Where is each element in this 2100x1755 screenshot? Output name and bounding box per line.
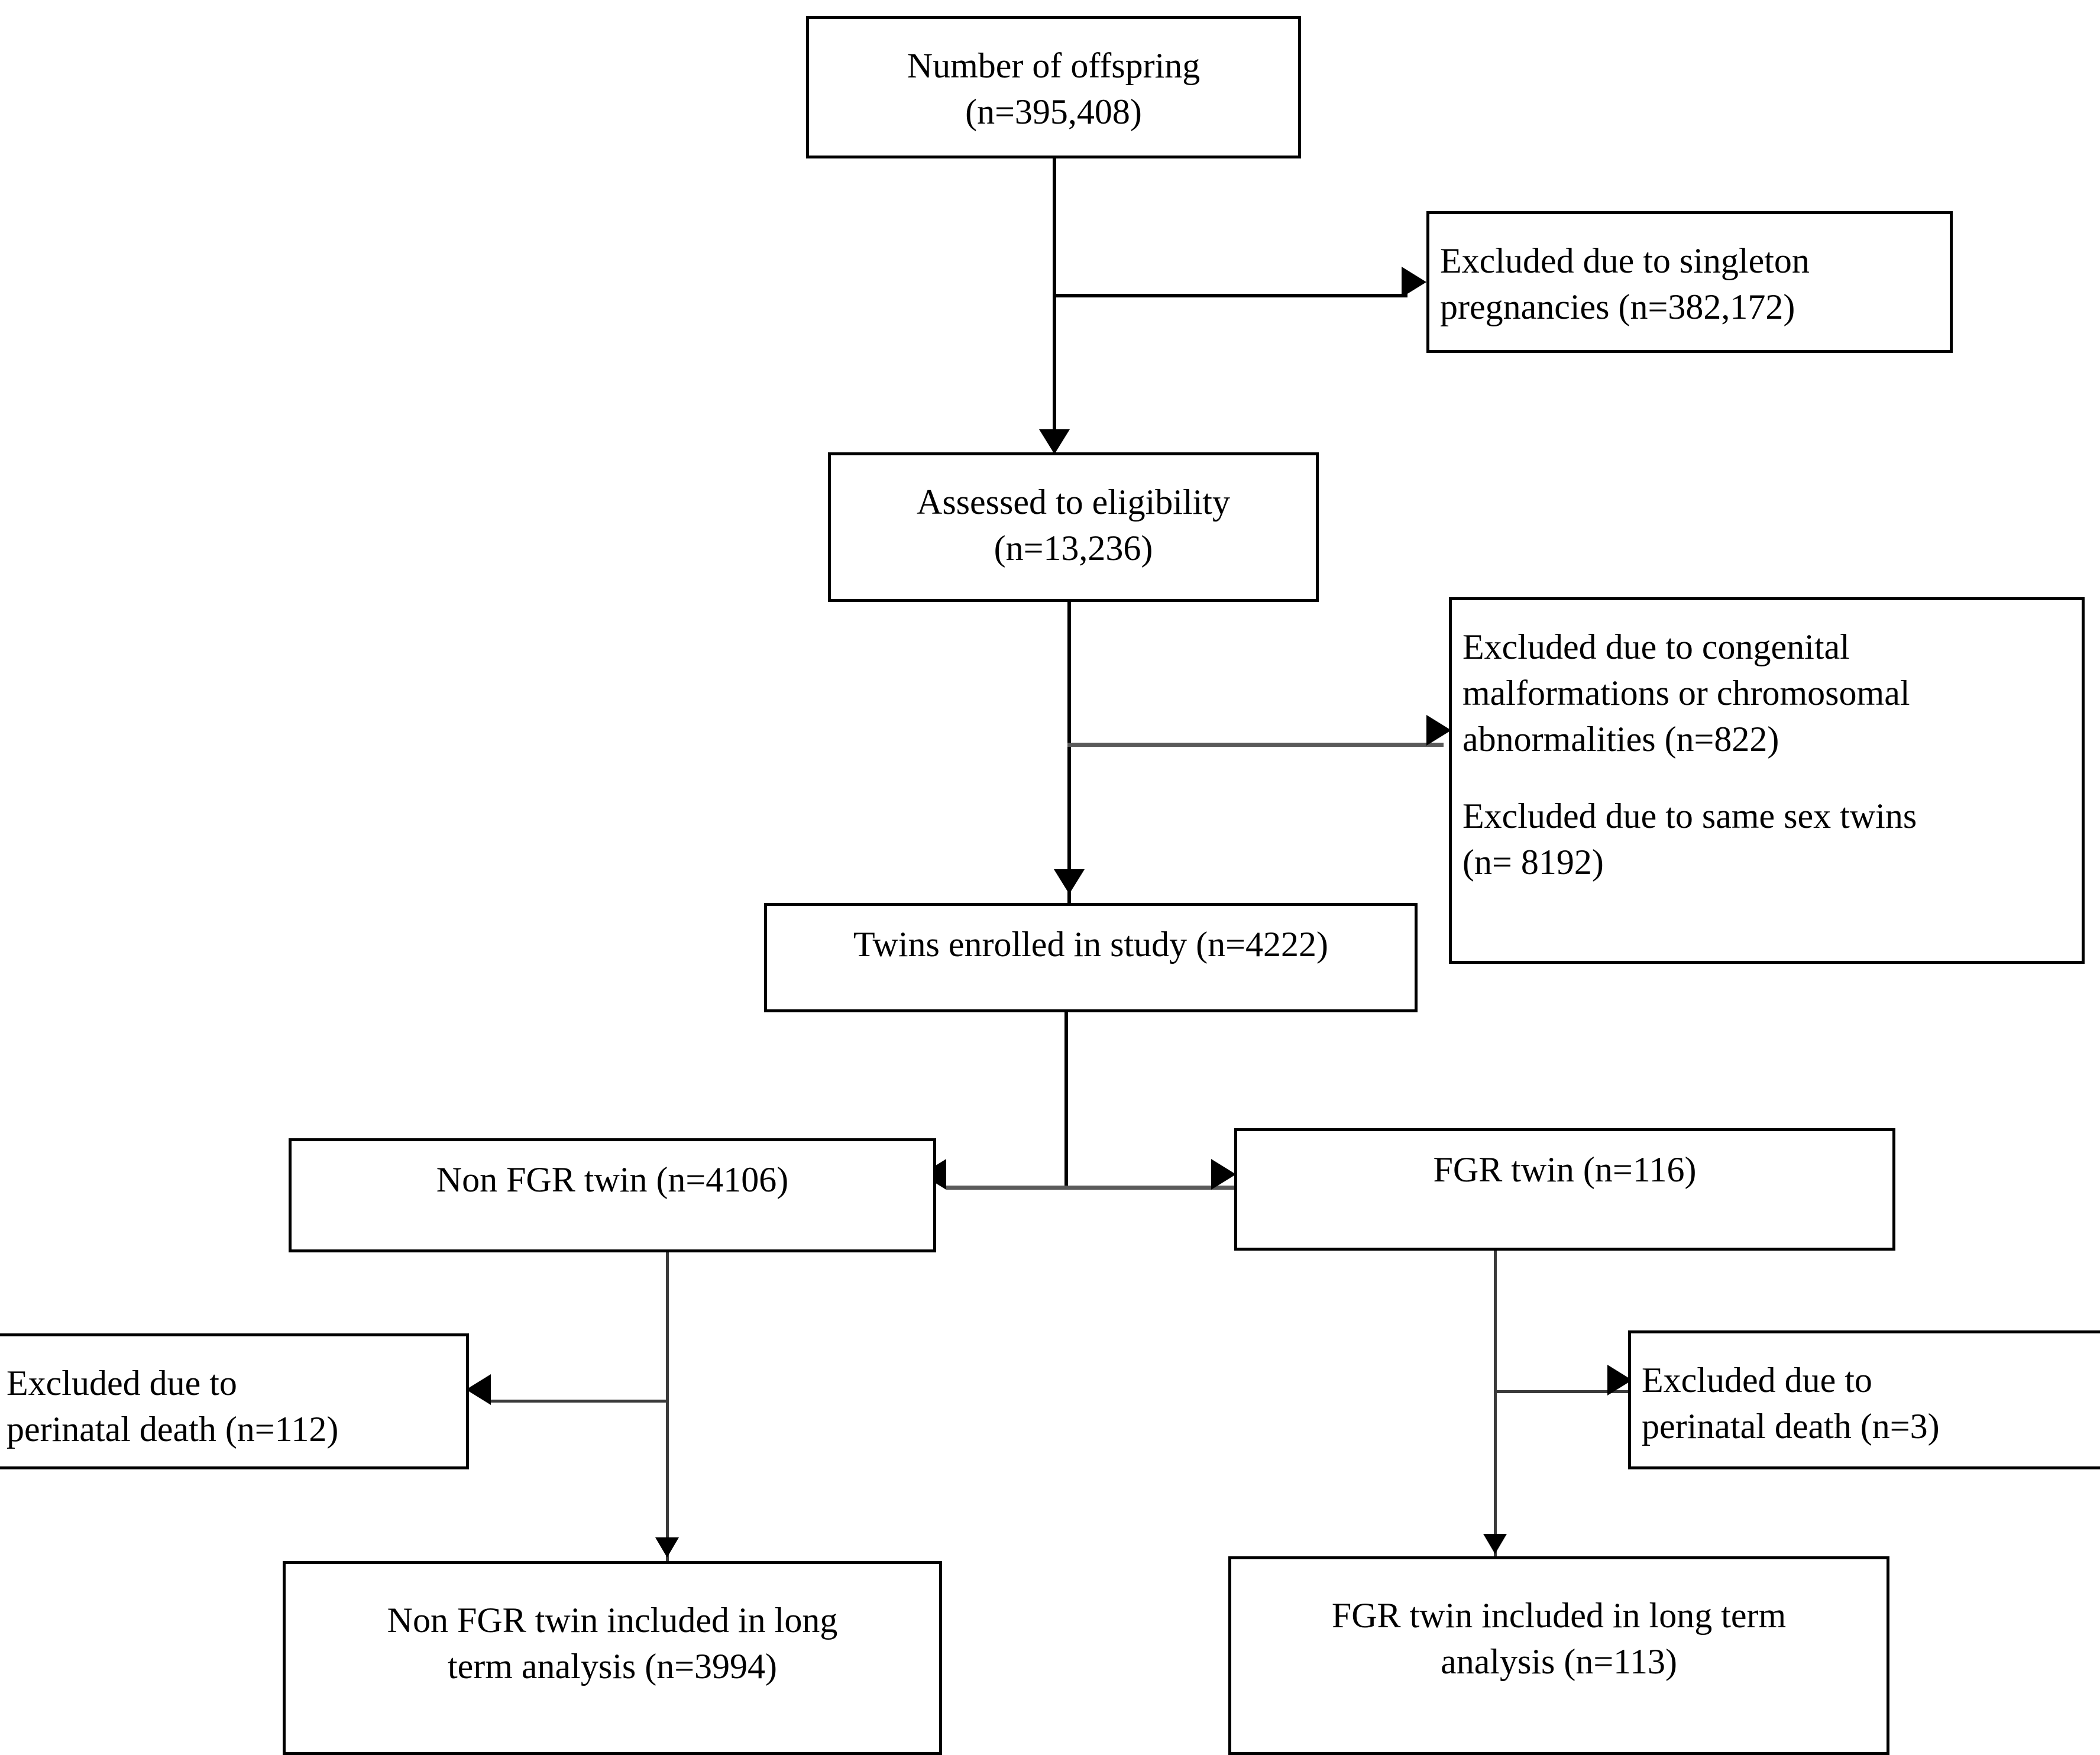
node-label: Assessed to eligibility (n=13,236) [917,483,1230,568]
node-number-of-offspring[interactable]: Number of offspring (n=395,408) [806,16,1301,158]
arrowhead-to-non-fgr-final [655,1537,679,1558]
connector-fgr-to-perinatal [1495,1390,1631,1393]
connector-offspring-to-singleton [1053,294,1407,297]
node-excluded-singleton[interactable]: Excluded due to singleton pregnancies (n… [1426,211,1953,353]
connector-assessed-to-exclusions [1067,743,1444,747]
node-label: FGR twin included in long term analysis … [1331,1596,1787,1681]
node-label-same-sex: Excluded due to same sex twins (n= 8192) [1462,796,1917,882]
arrowhead-to-twins-enrolled [1054,869,1085,894]
connector-assessed-trunk [1067,602,1071,911]
node-label: Non FGR twin (n=4106) [436,1160,789,1199]
node-label: Non FGR twin included in long term analy… [387,1601,838,1686]
node-fgr-final[interactable]: FGR twin included in long term analysis … [1228,1556,1889,1755]
node-label: Excluded due to perinatal death (n=3) [1642,1361,1940,1446]
connector-twins-split-trunk [1064,1012,1068,1190]
node-excluded-perinatal-death-non-fgr[interactable]: Excluded due to perinatal death (n=112) [0,1333,469,1469]
arrowhead-to-assessed [1039,429,1070,454]
arrowhead-to-fgr-twin [1211,1159,1236,1190]
node-label: FGR twin (n=116) [1433,1150,1697,1189]
node-label: Excluded due to perinatal death (n=112) [7,1364,339,1449]
node-non-fgr-twin[interactable]: Non FGR twin (n=4106) [289,1138,936,1252]
node-fgr-twin[interactable]: FGR twin (n=116) [1234,1128,1895,1251]
connector-offspring-trunk [1053,158,1056,468]
node-excluded-congenital-and-samesex[interactable]: Excluded due to congenital malformations… [1449,597,2085,964]
node-twins-enrolled[interactable]: Twins enrolled in study (n=4222) [764,903,1418,1012]
connector-non-fgr-to-perinatal [491,1400,668,1403]
node-label: Number of offspring (n=395,408) [907,46,1201,131]
arrowhead-to-fgr-final [1483,1534,1507,1554]
node-assessed-eligibility[interactable]: Assessed to eligibility (n=13,236) [828,452,1319,602]
node-label: Excluded due to singleton pregnancies (n… [1440,241,1810,326]
arrowhead-to-excl-singleton [1402,267,1426,297]
node-non-fgr-final[interactable]: Non FGR twin included in long term analy… [283,1561,942,1755]
node-excluded-perinatal-death-fgr[interactable]: Excluded due to perinatal death (n=3) [1628,1330,2100,1469]
node-label-congenital: Excluded due to congenital malformations… [1462,627,1910,759]
connector-fgr-trunk [1494,1251,1497,1570]
connector-non-fgr-trunk [666,1252,669,1572]
arrowhead-to-excl-perinatal-left [466,1374,491,1405]
arrowhead-to-excl-congenital [1426,715,1451,746]
node-label: Twins enrolled in study (n=4222) [853,925,1328,964]
connector-nonfgr-fgr-double-arrow [946,1186,1236,1190]
